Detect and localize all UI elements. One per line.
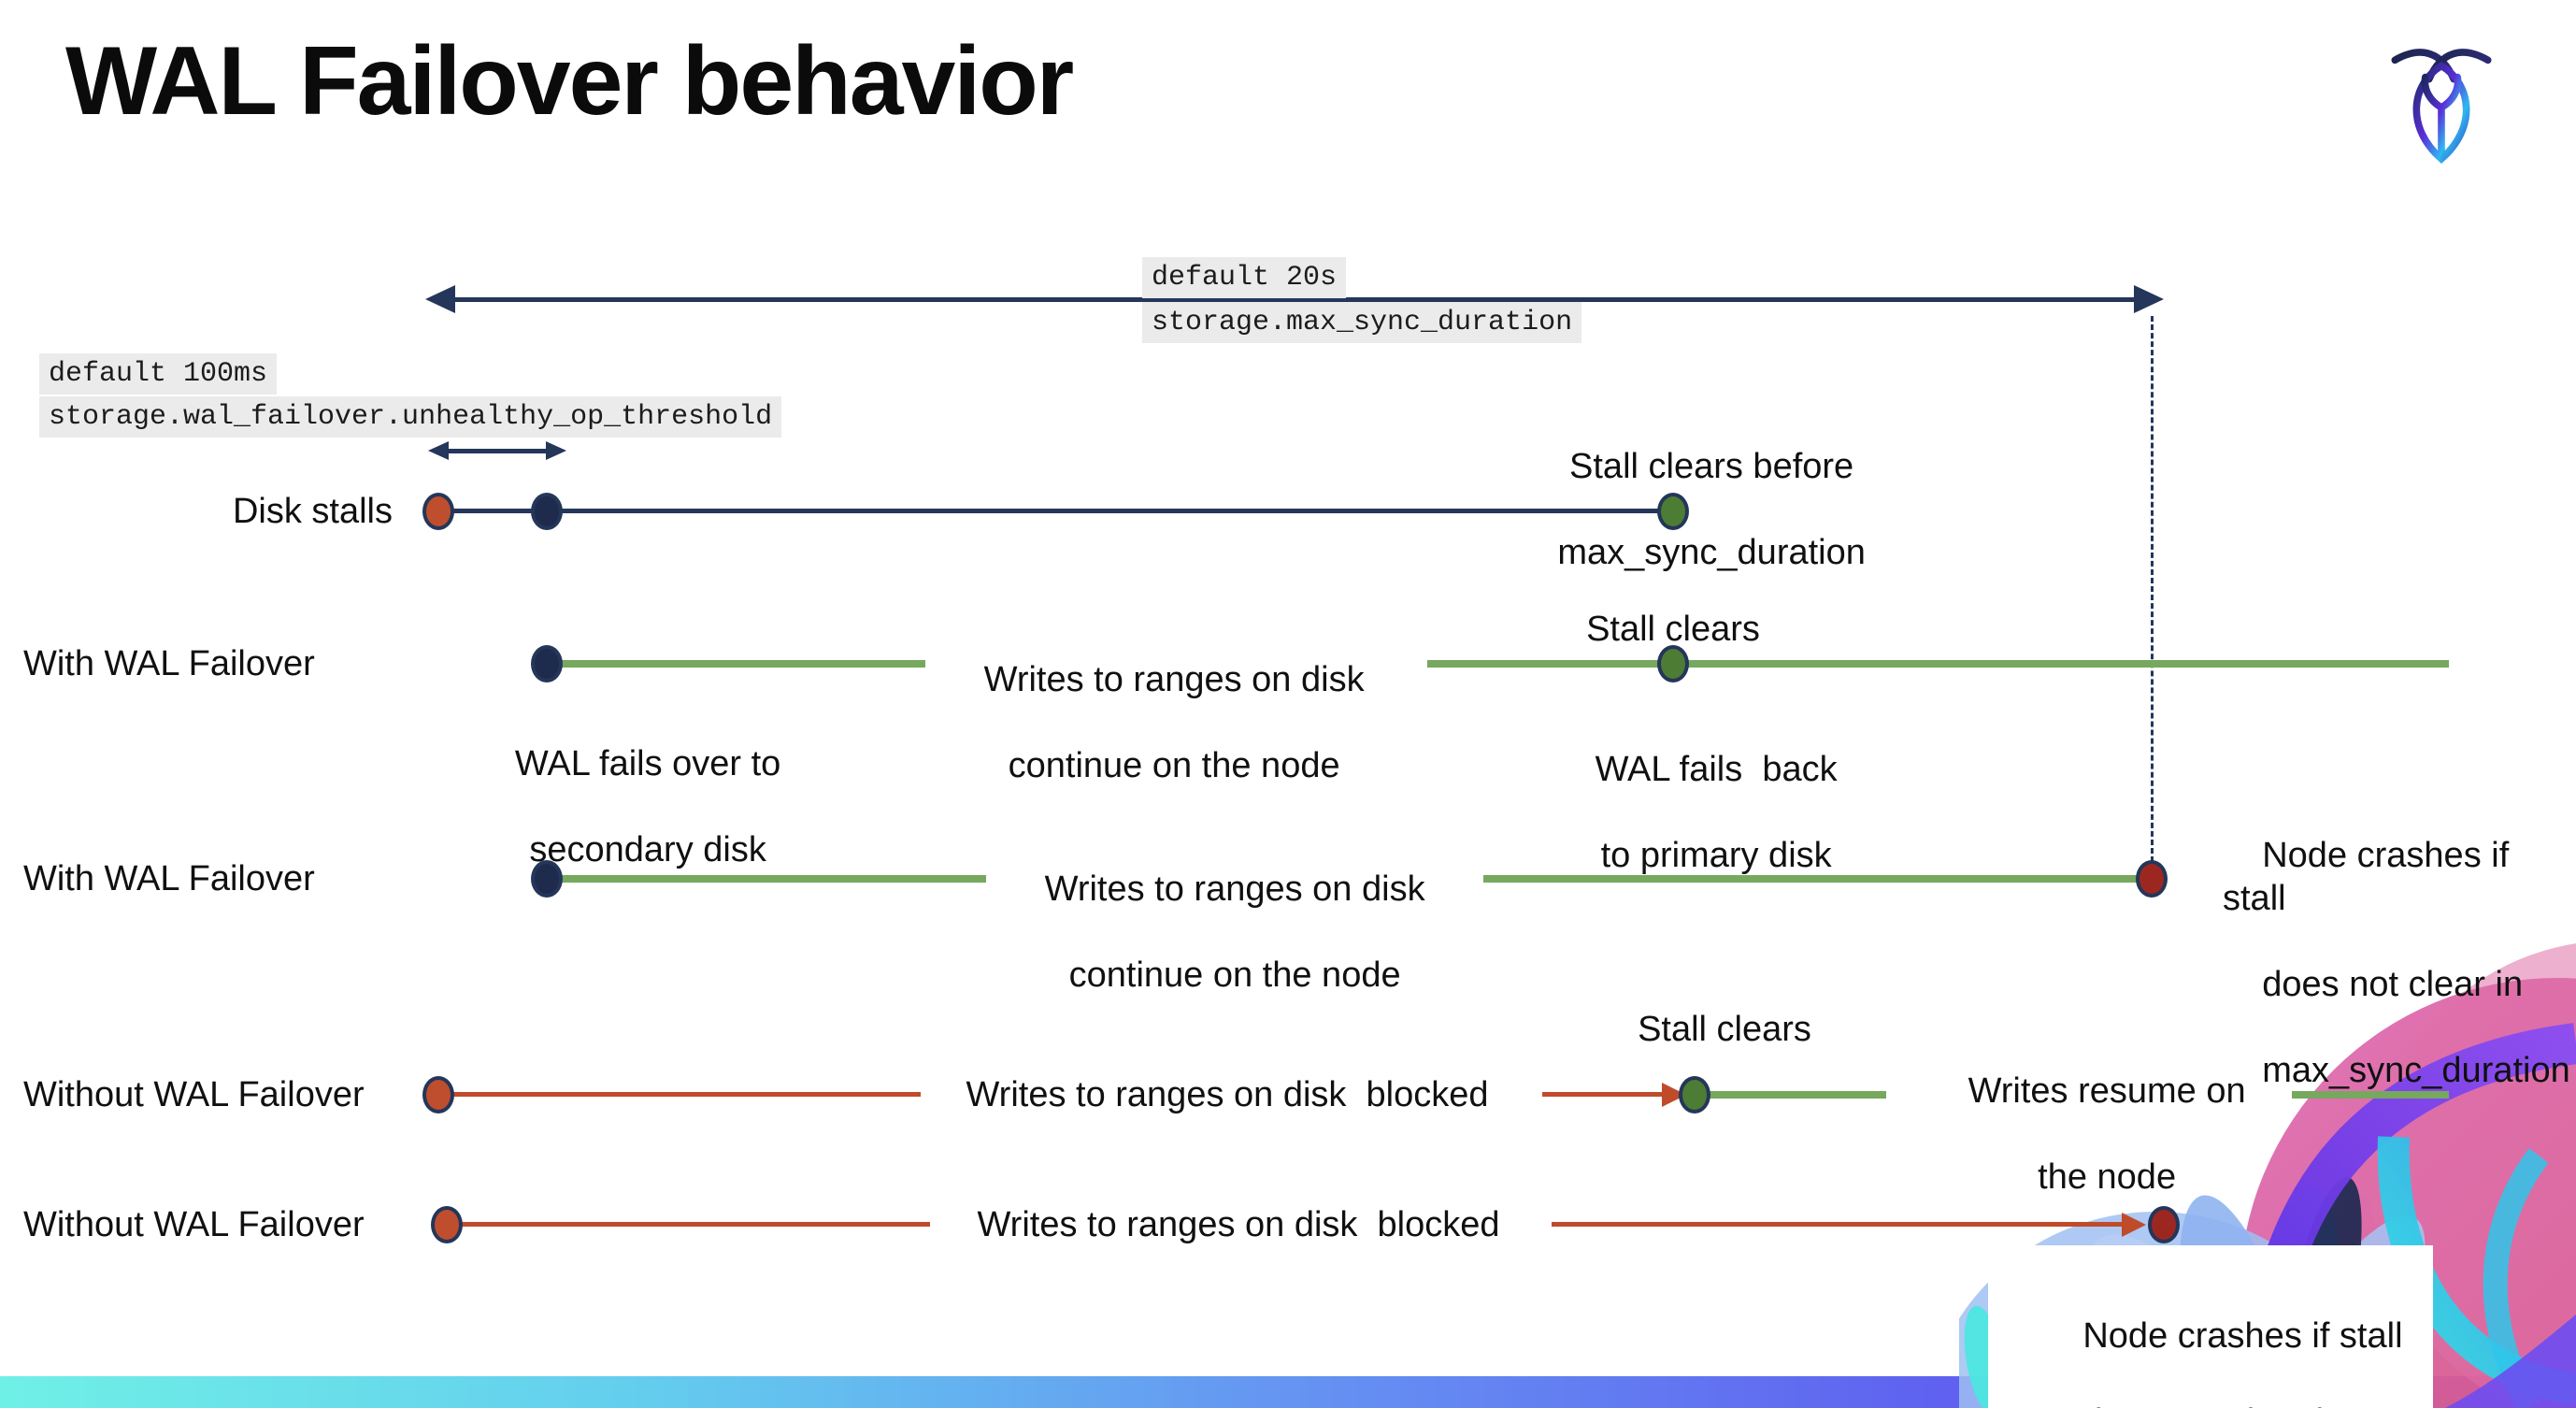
writes-resume-line-b [2292, 1091, 2449, 1099]
annotation-node-crashes-2: Node crashes if stall does not clear in … [2082, 1316, 2403, 1408]
failover-dot-2 [531, 860, 563, 898]
max-sync-deadline-dashed-line [2151, 316, 2154, 862]
annotation-stall-clears-before: Stall clears before max_sync_duration [1557, 447, 1866, 572]
page-title: WAL Failover behavior [65, 27, 1074, 136]
stall-start-dot-2 [422, 1076, 454, 1113]
stall-clears-dot [1657, 493, 1689, 530]
threshold-setting-label: storage.wal_failover.unhealthy_op_thresh… [39, 396, 782, 438]
row-label-with-wal-failover-2: With WAL Failover [23, 859, 315, 898]
arrowhead-right-icon [2134, 285, 2164, 313]
stall-start-dot [422, 493, 454, 530]
node-crash-dot-1 [2136, 860, 2168, 898]
arrowhead-right-icon [546, 441, 566, 460]
threshold-span-arrow [428, 441, 566, 462]
writes-continue-line-d [1483, 875, 2152, 883]
writes-blocked-line-d [1552, 1222, 2124, 1227]
failback-dot [1657, 645, 1689, 682]
threshold-arrow-line [445, 449, 550, 453]
cockroachdb-logo-icon [2391, 49, 2492, 164]
writes-continue-line-a [558, 660, 925, 668]
node-crash-dot-2 [2148, 1206, 2180, 1243]
row-label-without-wal-failover-1: Without WAL Failover [23, 1075, 365, 1114]
max-sync-default-label: default 20s [1142, 257, 1347, 298]
failover-dot [531, 645, 563, 682]
annotation-stall-clears-2: Stall clears [1638, 1010, 1811, 1049]
max-sync-setting-label: storage.max_sync_duration [1142, 302, 1582, 343]
row-label-with-wal-failover-1: With WAL Failover [23, 644, 315, 683]
failover-threshold-dot [531, 493, 563, 530]
row-label-disk-stalls: Disk stalls [232, 492, 393, 531]
annotation-writes-blocked-1: Writes to ranges on disk blocked [966, 1075, 1489, 1114]
disk-stall-timeline [438, 509, 1673, 513]
stall-start-dot-3 [431, 1206, 463, 1243]
threshold-default-label: default 100ms [39, 353, 278, 395]
writes-continue-line-b [1427, 660, 2449, 668]
writes-blocked-line-b [1542, 1092, 1664, 1097]
writes-blocked-line-c [456, 1222, 930, 1227]
annotation-writes-continue-2: Writes to ranges on disk continue on the… [1044, 869, 1425, 995]
annotation-wal-fails-over: WAL fails over to secondary disk [514, 744, 781, 869]
annotation-node-crashes-1: Node crashes if stall does not clear in … [2223, 836, 2570, 1090]
annotation-stall-clears-1: Stall clears [1586, 610, 1760, 649]
arrowhead-left-icon [428, 441, 449, 460]
row-label-without-wal-failover-2: Without WAL Failover [23, 1205, 365, 1244]
red-arrowhead-icon [2122, 1213, 2146, 1237]
stall-clears-dot-2 [1679, 1076, 1710, 1113]
node-crash-note-box: Node crashes if stall does not clear in … [1988, 1245, 2433, 1408]
writes-continue-line-c [558, 875, 986, 883]
writes-blocked-line-a [449, 1092, 921, 1097]
span-arrow-line [450, 297, 2140, 302]
annotation-writes-resume: Writes resume on the node [1968, 1071, 2246, 1197]
annotation-writes-continue-1: Writes to ranges on disk continue on the… [983, 660, 1365, 785]
annotation-wal-fails-back: WAL fails back to primary disk [1595, 750, 1838, 875]
writes-resume-line-a [1707, 1091, 1886, 1099]
annotation-writes-blocked-2: Writes to ranges on disk blocked [977, 1205, 1500, 1244]
max-sync-duration-span-arrow [425, 283, 2164, 315]
